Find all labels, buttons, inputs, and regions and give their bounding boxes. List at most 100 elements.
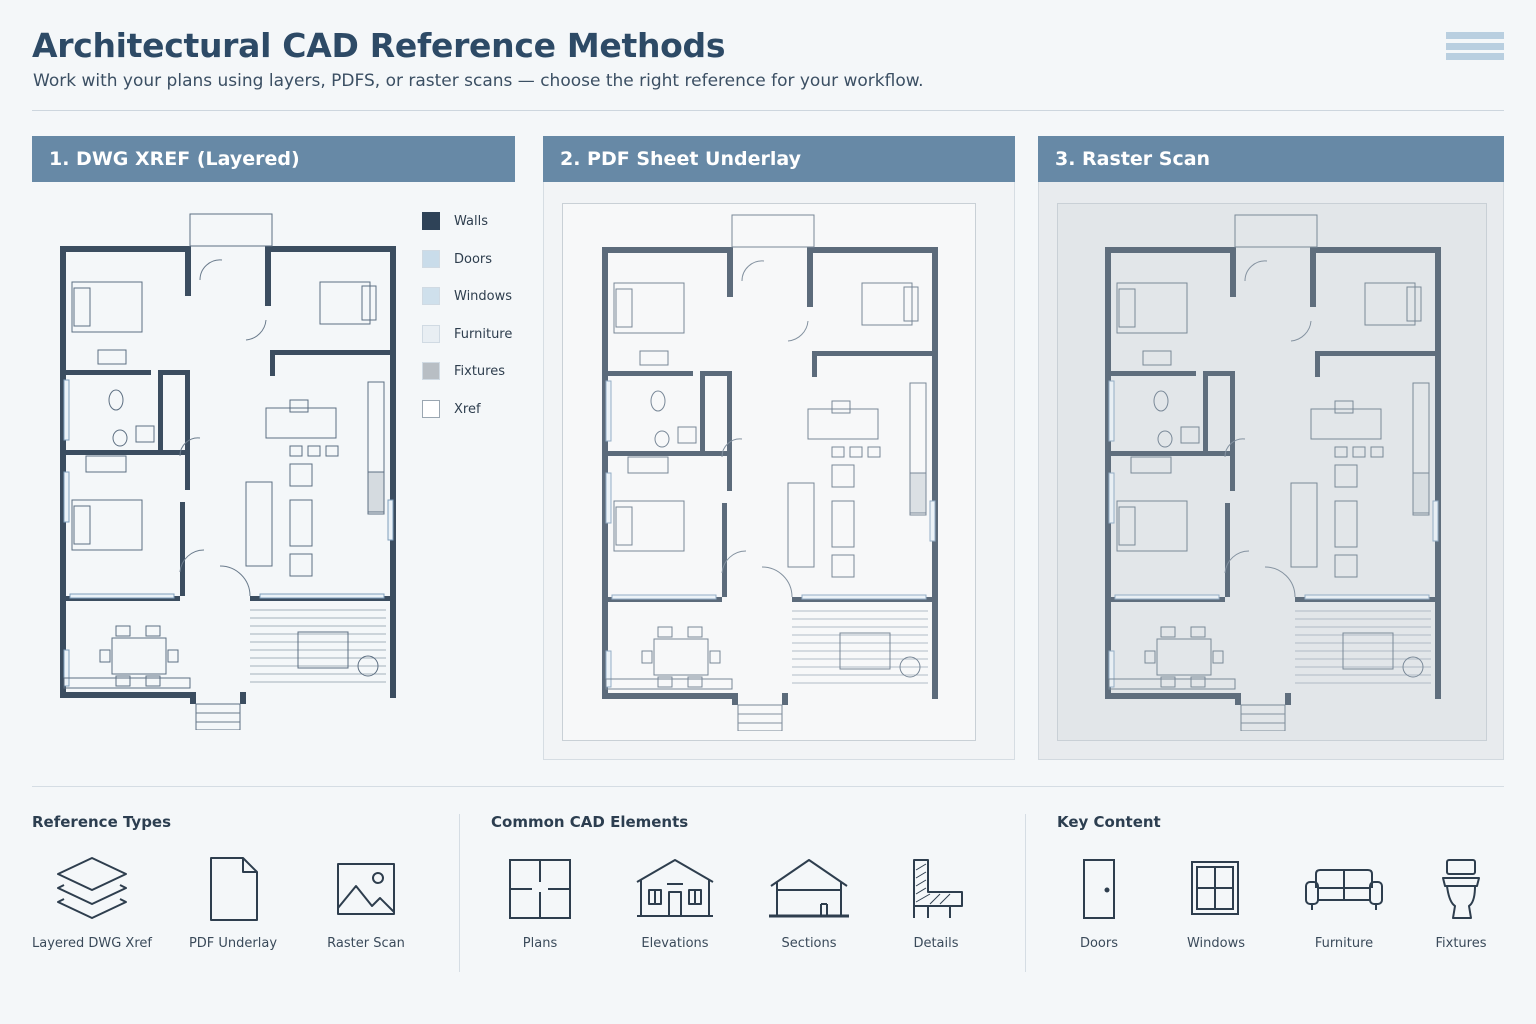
icon-item-windows[interactable]: Windows — [1151, 856, 1281, 951]
icon-item-sections[interactable]: Sections — [744, 856, 874, 951]
sofa — [1290, 482, 1318, 568]
bed — [1116, 282, 1188, 334]
wall — [180, 502, 185, 596]
window — [63, 649, 70, 687]
door-swing — [721, 550, 747, 574]
door-swing — [1264, 566, 1296, 598]
icon-item-pdf-underlay[interactable]: PDF Underlay — [168, 856, 298, 951]
desk — [627, 456, 669, 474]
bed — [613, 282, 685, 334]
armchair — [289, 553, 313, 577]
wall — [700, 371, 705, 451]
bed — [1116, 500, 1188, 552]
wall — [185, 246, 191, 296]
window — [259, 593, 385, 599]
window — [387, 499, 394, 541]
chair — [1190, 626, 1206, 638]
chair — [1212, 650, 1224, 664]
dining-table — [111, 637, 167, 675]
chair — [709, 650, 721, 664]
coffee-table — [1334, 500, 1358, 548]
door-swing — [1290, 320, 1312, 342]
icon-item-elevations[interactable]: Elevations — [610, 856, 740, 951]
wall — [1315, 351, 1320, 377]
floor-plan — [1105, 214, 1441, 731]
icon-label: Sections — [781, 936, 837, 951]
wall — [812, 351, 932, 356]
pillow — [615, 288, 633, 328]
icon-item-raster-scan[interactable]: Raster Scan — [301, 856, 431, 951]
door-icon — [1083, 859, 1115, 919]
wall — [722, 503, 727, 597]
icon-label: Elevations — [641, 936, 709, 951]
wall — [812, 351, 817, 377]
sofa — [787, 482, 815, 568]
icon-item-fixtures[interactable]: Fixtures — [1396, 856, 1526, 951]
chair — [145, 675, 161, 687]
icon-item-layered-dwg[interactable]: Layered DWG Xref — [27, 856, 157, 951]
window — [1108, 380, 1115, 442]
door-swing — [179, 549, 205, 573]
entry-steps — [195, 703, 241, 730]
panel-header: 3. Raster Scan — [1038, 136, 1504, 182]
icon-label: Fixtures — [1435, 936, 1487, 951]
legend-label: Xref — [454, 401, 481, 417]
stool — [831, 446, 845, 458]
swatch-fixtures — [422, 362, 440, 380]
entry-steps — [1240, 704, 1286, 731]
floor-plan — [60, 213, 396, 730]
wall — [1203, 371, 1235, 376]
armchair — [1334, 464, 1358, 488]
icon-item-plans[interactable]: Plans — [475, 856, 605, 951]
sink — [1142, 350, 1172, 366]
desk — [85, 455, 127, 473]
counter — [1412, 382, 1430, 516]
panel-raster-scan: 3. Raster Scan — [1038, 136, 1504, 760]
door-swing — [219, 565, 251, 597]
icon-item-furniture[interactable]: Furniture — [1279, 856, 1409, 951]
island-sink — [289, 399, 309, 413]
bed — [613, 500, 685, 552]
chair — [687, 676, 703, 688]
wall — [700, 371, 732, 376]
window — [1114, 594, 1220, 600]
sink — [639, 350, 669, 366]
window — [1108, 650, 1115, 688]
section-title-reference-types: Reference Types — [32, 813, 172, 831]
window — [1108, 472, 1115, 524]
plant — [357, 655, 379, 677]
icon-label: Plans — [522, 936, 558, 951]
chair — [145, 625, 161, 637]
door-swing — [179, 437, 201, 457]
icon-label: PDF Underlay — [188, 936, 278, 951]
swatch-furniture — [422, 324, 440, 343]
window — [801, 594, 927, 600]
entry-steps — [737, 704, 783, 731]
bed — [861, 282, 913, 326]
menu-icon[interactable] — [1446, 32, 1504, 68]
patio-table — [1342, 632, 1394, 670]
door-swing — [1224, 550, 1250, 574]
window — [1432, 500, 1439, 542]
toilet — [1157, 430, 1173, 448]
fridge — [367, 471, 385, 513]
toilet — [108, 389, 124, 411]
plant — [1402, 656, 1424, 678]
armchair — [831, 554, 855, 578]
dining-table — [1156, 638, 1212, 676]
porch — [189, 213, 273, 247]
sofa-icon — [1305, 869, 1383, 910]
icon-label: Raster Scan — [327, 936, 405, 951]
sink — [135, 425, 155, 443]
window — [605, 472, 612, 524]
legend-label: Doors — [454, 251, 493, 267]
door-swing — [741, 260, 765, 282]
armchair — [1334, 554, 1358, 578]
legend-label: Fixtures — [454, 364, 506, 379]
wall — [727, 247, 733, 297]
stool — [867, 446, 881, 458]
bed — [1364, 282, 1416, 326]
wall — [608, 451, 728, 456]
icon-item-doors[interactable]: Doors — [1034, 856, 1164, 951]
icon-item-details[interactable]: Details — [871, 856, 1001, 951]
